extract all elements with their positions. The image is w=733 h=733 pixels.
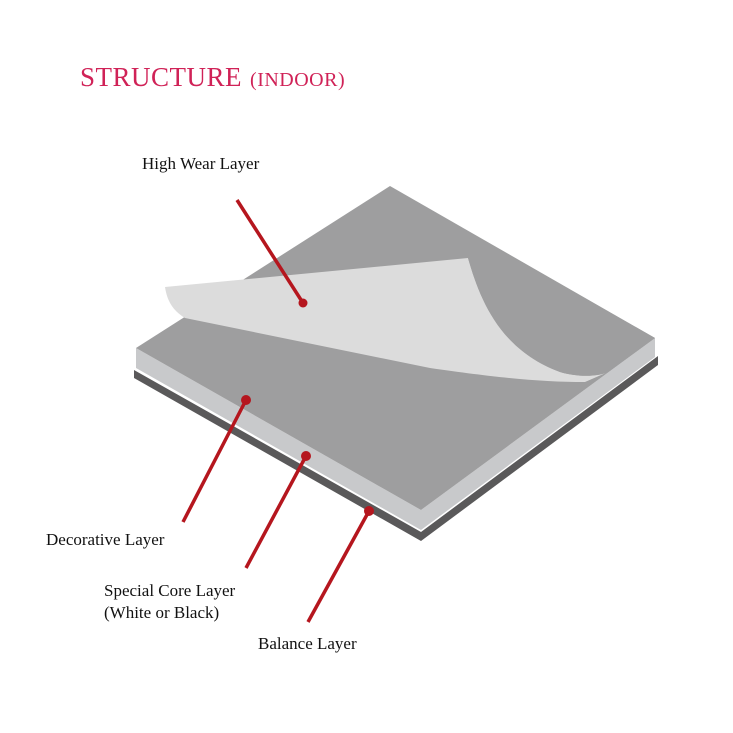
dot-core bbox=[301, 451, 311, 461]
dot-decorative bbox=[241, 395, 251, 405]
label-high-wear: High Wear Layer bbox=[142, 154, 260, 173]
leader-high-wear bbox=[235, 199, 305, 304]
title-sub: (INDOOR) bbox=[250, 69, 346, 91]
dot-high-wear bbox=[298, 298, 308, 308]
label-core-1: Special Core Layer bbox=[104, 581, 236, 600]
high-wear-sheet bbox=[165, 258, 608, 382]
label-core-2: (White or Black) bbox=[104, 603, 220, 622]
leader-lines bbox=[181, 199, 374, 623]
leader-decorative bbox=[181, 399, 248, 523]
sheet-curl-back bbox=[468, 233, 655, 376]
leader-balance bbox=[306, 510, 371, 623]
label-balance: Balance Layer bbox=[258, 634, 357, 653]
leader-core bbox=[244, 455, 308, 569]
title-main: STRUCTURE bbox=[80, 62, 243, 92]
page-title: STRUCTURE (INDOOR) bbox=[80, 62, 345, 93]
label-decorative: Decorative Layer bbox=[46, 530, 165, 549]
dot-balance bbox=[364, 506, 374, 516]
